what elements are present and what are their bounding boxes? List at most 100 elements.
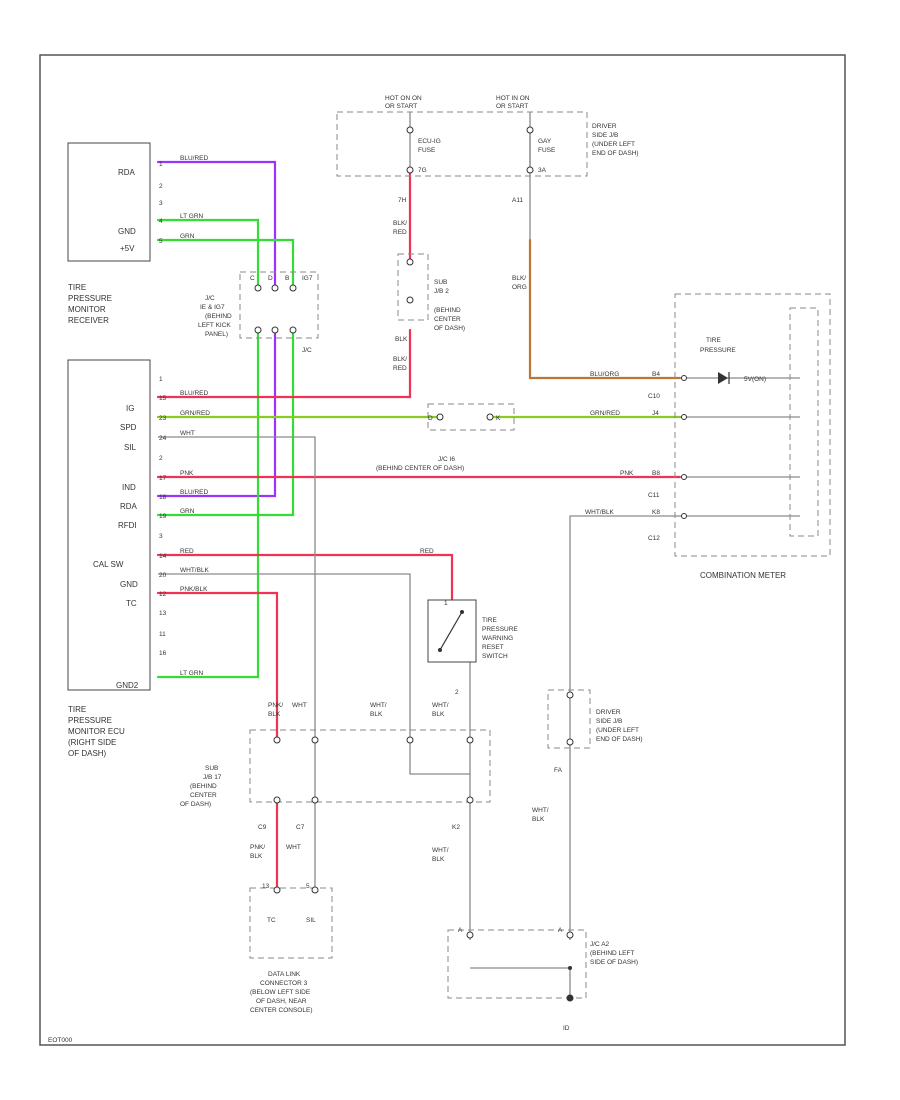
jc-a2-pin-a2: A bbox=[558, 927, 563, 934]
wire-blk-red-ecu-ig bbox=[156, 328, 412, 399]
label-pnk-blk-low-b: BLK bbox=[250, 853, 263, 860]
ground-dot bbox=[566, 994, 574, 1002]
meter-warn-2: PRESSURE bbox=[700, 347, 736, 354]
sub-jb2-name-1: SUB bbox=[434, 279, 447, 286]
receiver-pinno-2: 2 bbox=[159, 183, 163, 190]
label-pnk-blk: PNK/BLK bbox=[180, 586, 208, 593]
dlc-pin-tc-no: 13 bbox=[262, 883, 270, 890]
label-pnk-m: PNK bbox=[620, 470, 634, 477]
label-grn-2: GRN bbox=[180, 508, 195, 515]
label-blk-red-2b: RED bbox=[393, 365, 407, 372]
diagram-frame bbox=[39, 54, 846, 1046]
dlc-name-2: CONNECTOR 3 bbox=[260, 980, 308, 987]
sub-jb2-name-4: CENTER bbox=[434, 316, 461, 323]
fuse2-name-2: FUSE bbox=[538, 147, 556, 154]
switch-pin-1: 1 bbox=[444, 600, 448, 607]
jc-pin-c bbox=[254, 284, 262, 292]
jc-pin-b-lbl: B bbox=[285, 275, 289, 282]
switch-name-3: WARNING bbox=[482, 635, 513, 642]
meter-pin-c10: C10 bbox=[648, 393, 660, 400]
label-lt-grn-1: LT GRN bbox=[180, 213, 204, 220]
label-pnk-blk-v-b: BLK bbox=[268, 711, 281, 718]
jc-i6-pin-k: K bbox=[496, 415, 501, 422]
jb-upper-4: END OF DASH) bbox=[592, 150, 639, 157]
wire-grn-receiver bbox=[156, 238, 295, 290]
jc-i6-name-2: (BEHIND CENTER OF DASH) bbox=[376, 465, 464, 472]
ecu-pinno-20: 20 bbox=[159, 572, 167, 579]
dlc-name-5: CENTER CONSOLE) bbox=[250, 1007, 312, 1014]
label-wht-blk: WHT/BLK bbox=[180, 567, 210, 574]
ecu-pinno-13: 13 bbox=[159, 610, 167, 617]
switch-name-4: RESET bbox=[482, 644, 504, 651]
receiver-pin-gnd: GND bbox=[118, 227, 136, 236]
sub-jb2-name-2: J/B 2 bbox=[434, 288, 449, 295]
switch-name-5: SWITCH bbox=[482, 653, 508, 660]
ecu-pinno-24: 24 bbox=[159, 435, 167, 442]
ecu-pin-tc: TC bbox=[126, 599, 137, 608]
sub-jb17-enclosure bbox=[249, 729, 491, 803]
wire-meter-internal bbox=[680, 377, 800, 517]
ecu-pin-spd: SPD bbox=[120, 423, 137, 432]
label-pnk-blk-low-a: PNK/ bbox=[250, 844, 265, 851]
jb-lower-pin-1 bbox=[566, 691, 574, 699]
switch-pin-b bbox=[460, 610, 464, 614]
dlc-pin-tc: TC bbox=[267, 917, 276, 924]
sub-jb2-enclosure bbox=[397, 253, 429, 321]
jc-pin-d-lbl: D bbox=[268, 275, 273, 282]
label-pin-b4: B4 bbox=[652, 371, 660, 378]
jc-pin-c-lbl: C bbox=[250, 275, 255, 282]
label-pin-k2: K2 bbox=[452, 824, 460, 831]
label-blk-red-1a: BLK/ bbox=[393, 220, 407, 227]
meter-volt: 5V(ON) bbox=[744, 376, 766, 383]
label-pin-c7: C7 bbox=[296, 824, 305, 831]
sub-jb17-name-1: SUB bbox=[205, 765, 218, 772]
wire-lt-grn-ecu bbox=[156, 328, 260, 679]
label-blu-red-1: BLU/RED bbox=[180, 155, 208, 162]
dlc-enclosure bbox=[249, 887, 333, 959]
receiver-name-1: TIRE bbox=[68, 283, 86, 292]
label-wht: WHT bbox=[180, 430, 195, 437]
ecu-pinno-18: 18 bbox=[159, 494, 167, 501]
fuse1-hot-2: OR START bbox=[385, 103, 417, 110]
jc-a2-pin-2 bbox=[566, 931, 574, 939]
sub-jb2-pin-1 bbox=[406, 258, 414, 266]
ecu-pin-rda: RDA bbox=[120, 502, 138, 511]
jc-a2-pin-a1: A bbox=[458, 927, 463, 934]
sub-jb17-pin-5 bbox=[273, 796, 281, 804]
jb-upper-2: SIDE J/B bbox=[592, 132, 618, 139]
jc-a2-name-3: SIDE OF DASH) bbox=[590, 959, 638, 966]
sub-jb17-name-5: OF DASH) bbox=[180, 801, 211, 808]
jb-lower-name-4: END OF DASH) bbox=[596, 736, 643, 743]
label-pnk: PNK bbox=[180, 470, 194, 477]
ecu-name-1: TIRE bbox=[68, 705, 86, 714]
label-wht-blk-m: WHT/BLK bbox=[585, 509, 615, 516]
wire-pnk-blk-tc bbox=[156, 591, 279, 742]
sub-jb17-pin-2 bbox=[311, 736, 319, 744]
label-wht-blk-r2-a: WHT/ bbox=[432, 847, 449, 854]
ecu-pinno-11: 11 bbox=[159, 631, 166, 638]
meter-name: COMBINATION METER bbox=[700, 571, 786, 580]
receiver-pin-5v: +5V bbox=[120, 244, 135, 253]
fuse1-pin: 7G bbox=[418, 167, 427, 174]
jc-a2-name-1: J/C A2 bbox=[590, 941, 610, 948]
ecu-name-4: (RIGHT SIDE bbox=[68, 738, 116, 747]
ecu-pinno-17: 17 bbox=[159, 475, 167, 482]
label-pin-c9: C9 bbox=[258, 824, 267, 831]
ecu-pin-cal-sw: CAL SW bbox=[93, 560, 124, 569]
label-wht-low: WHT bbox=[286, 844, 301, 851]
meter-pin-3 bbox=[681, 474, 687, 480]
receiver-pin-rda: RDA bbox=[118, 168, 136, 177]
ecu-pinno-23: 23 bbox=[159, 415, 167, 422]
fuse2-pin: 3A bbox=[538, 167, 547, 174]
ecu-name-5: OF DASH) bbox=[68, 749, 107, 758]
jc-a2-enclosure bbox=[447, 929, 587, 999]
switch-pin-2: 2 bbox=[455, 689, 459, 696]
jc-name-5: PANEL) bbox=[205, 331, 228, 338]
wire-lt-grn-receiver bbox=[156, 218, 260, 290]
meter-pin-c11: C11 bbox=[648, 492, 660, 499]
jb-lower-name-2: SIDE J/B bbox=[596, 718, 622, 725]
label-blk-org-a: BLK/ bbox=[512, 275, 526, 282]
jb-lower-name-1: DRIVER bbox=[596, 709, 621, 716]
ecu-pin-gnd: GND bbox=[120, 580, 138, 589]
